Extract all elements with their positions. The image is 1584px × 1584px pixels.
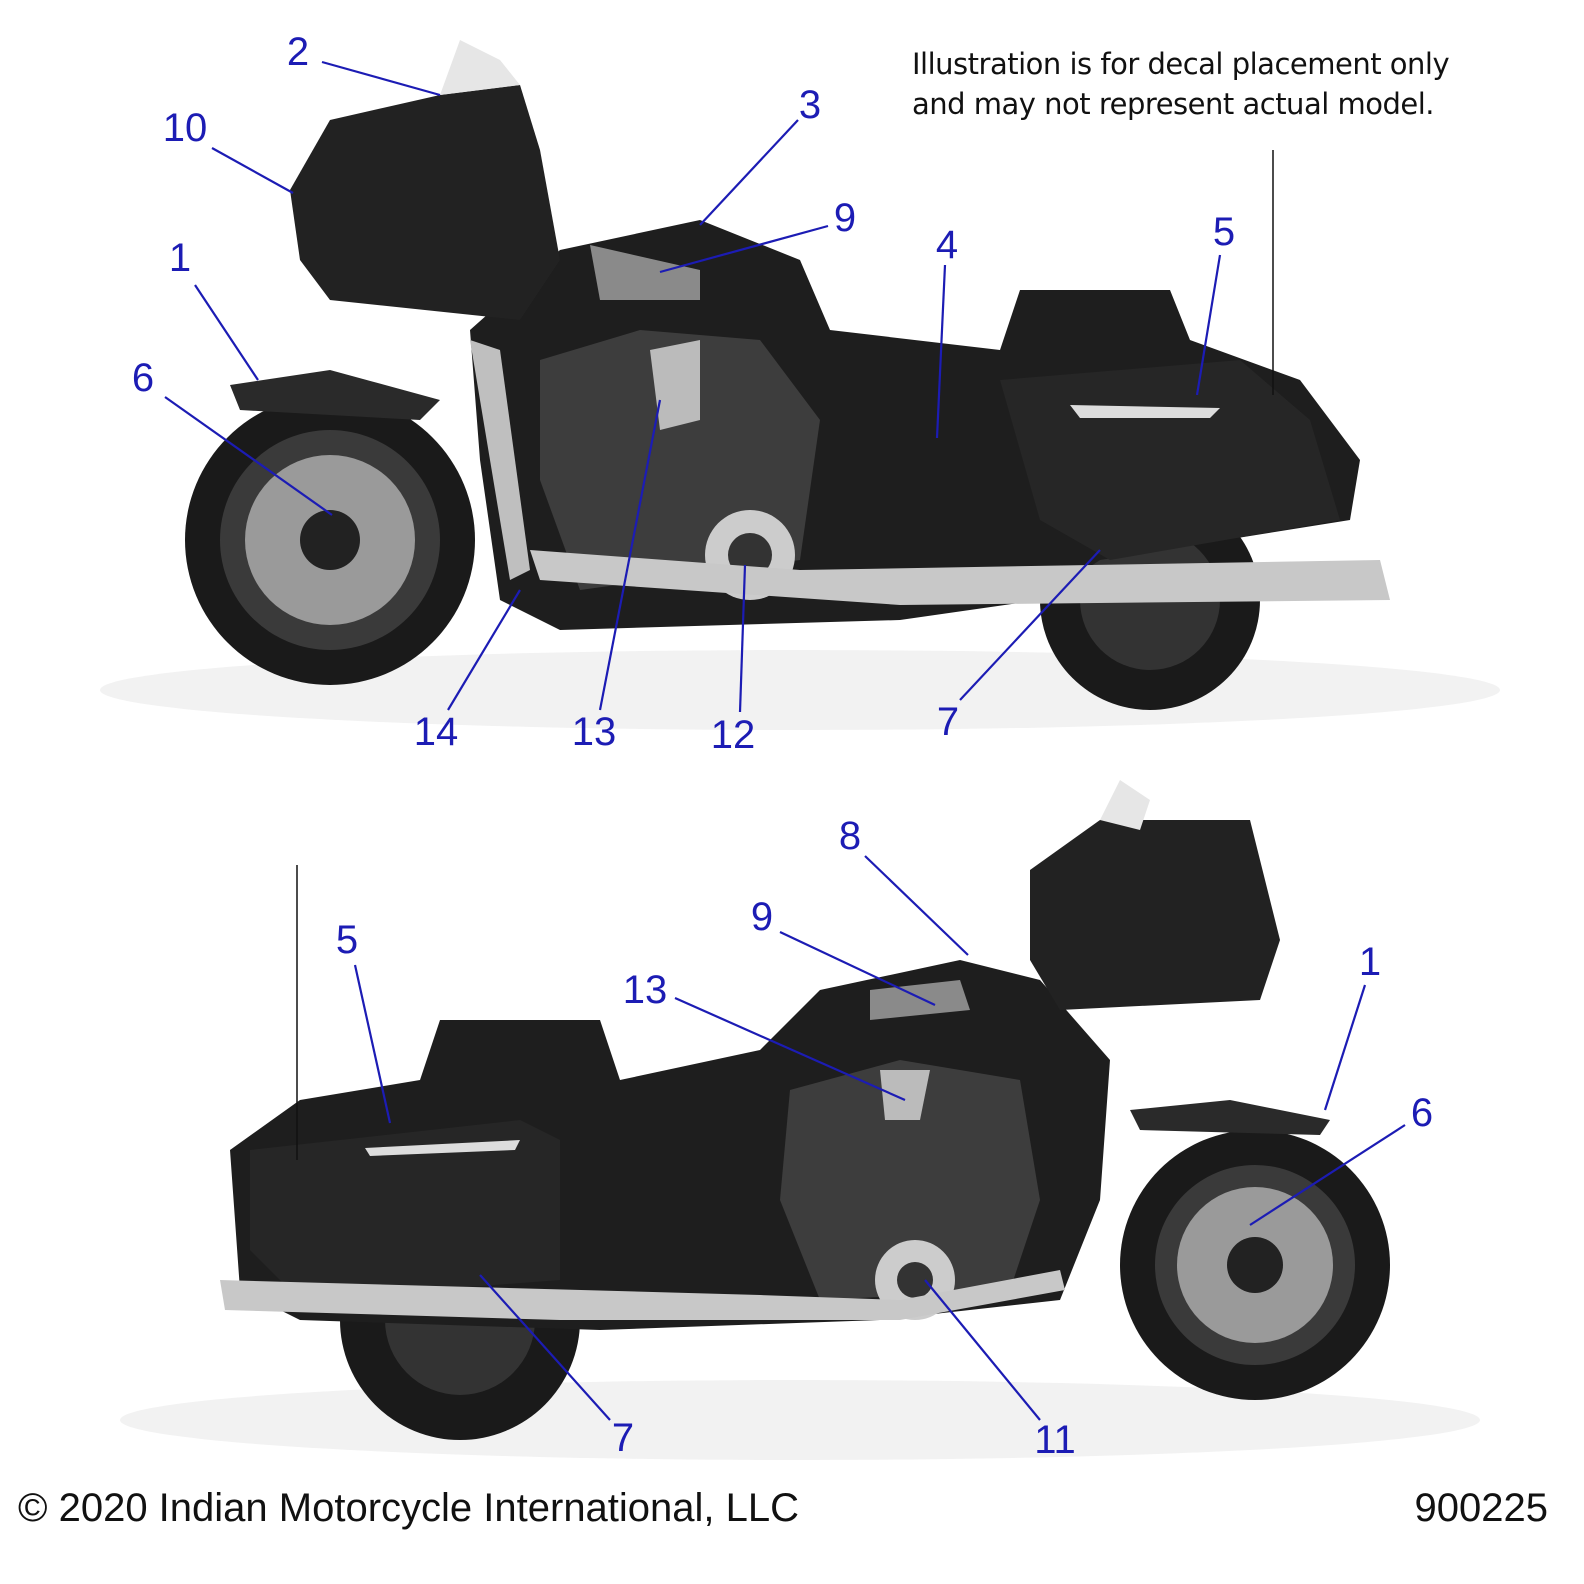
document-number: 900225 [1414,1486,1548,1530]
callout-2: 2 [286,30,310,74]
copyright-text: © 2020 Indian Motorcycle International, … [18,1486,800,1530]
callout-7-bottom: 7 [611,1416,635,1460]
leader-lines [164,60,1406,1421]
callout-4: 4 [935,223,959,267]
callout-8: 8 [838,814,862,858]
callout-9: 9 [833,196,857,240]
callout-6-bottom: 6 [1410,1091,1434,1135]
callout-12: 12 [710,713,756,757]
motorcycle-right-side-view [120,780,1480,1460]
placement-note: Illustration is for decal placement only… [912,44,1450,124]
callout-11: 11 [1034,1418,1076,1462]
callout-10: 10 [162,106,208,150]
antennas [296,150,1274,1160]
callout-13-bottom: 13 [622,968,668,1012]
callout-9-bottom: 9 [750,895,774,939]
callout-6: 6 [131,356,155,400]
callout-5-bottom: 5 [335,918,359,962]
callout-7: 7 [936,700,960,744]
callout-13: 13 [571,710,617,754]
callout-14: 14 [413,710,459,754]
note-line-1: Illustration is for decal placement only [912,47,1450,81]
note-line-2: and may not represent actual model. [912,87,1435,121]
callout-5: 5 [1212,210,1236,254]
callout-1: 1 [168,236,192,280]
callout-3: 3 [798,83,822,127]
callout-1-bottom: 1 [1358,940,1382,984]
motorcycle-left-side-view [100,40,1500,730]
